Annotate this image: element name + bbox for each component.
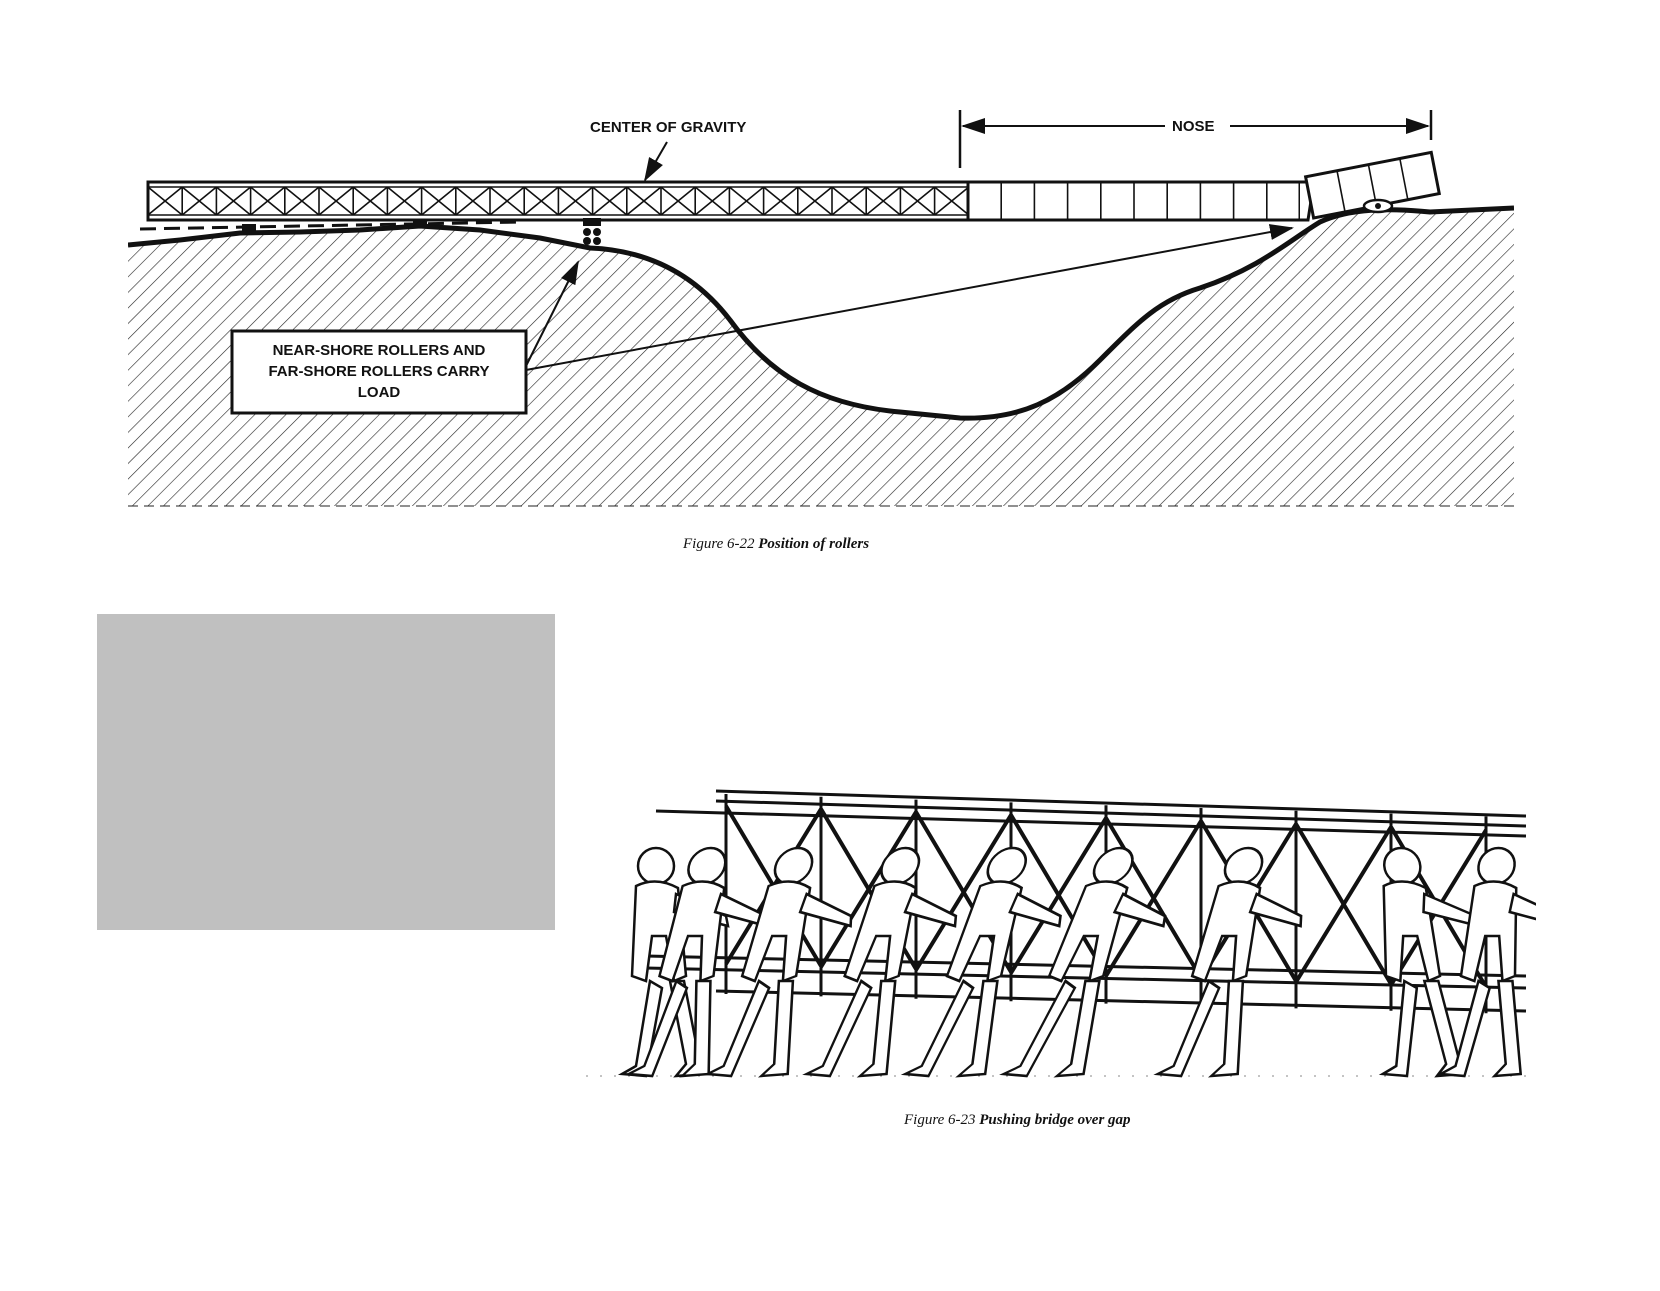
soldier-figure bbox=[703, 846, 853, 1078]
soldier-figure bbox=[802, 846, 958, 1078]
center-of-gravity-arrow bbox=[643, 141, 668, 182]
soldier-figure bbox=[624, 846, 768, 1078]
soldier-figure bbox=[1378, 846, 1481, 1078]
figure-6-23-illustration bbox=[586, 789, 1536, 1078]
soldier-figure bbox=[999, 846, 1167, 1078]
figure-6-22-diagram: CENTER OF GRAVITY NOSE NEAR-SHORE ROLLER… bbox=[128, 110, 1514, 507]
callout-line-1: NEAR-SHORE ROLLERS AND bbox=[273, 342, 486, 359]
soldier-figure bbox=[1153, 846, 1303, 1078]
figure-6-23-caption: Figure 6-23 Pushing bridge over gap bbox=[904, 1112, 1131, 1129]
callout-box bbox=[230, 329, 528, 415]
near-bank-dashed-line bbox=[139, 220, 521, 231]
label-nose: NOSE bbox=[1172, 118, 1215, 135]
bridge-nose bbox=[966, 150, 1442, 222]
soldier-silhouettes bbox=[617, 846, 1536, 1078]
callout-arrow-far-shore bbox=[525, 224, 1294, 371]
figure-6-22-number: Figure 6-22 bbox=[683, 536, 759, 552]
callout-line-2: FAR-SHORE ROLLERS CARRY bbox=[268, 363, 489, 380]
callout-arrow-near-shore bbox=[525, 260, 579, 367]
figure-6-22-title: Position of rollers bbox=[758, 536, 870, 552]
ground-terrain bbox=[128, 205, 1514, 506]
callout-line-3: LOAD bbox=[358, 384, 401, 401]
near-shore-rollers bbox=[242, 218, 601, 245]
figure-6-23-number: Figure 6-23 bbox=[904, 1112, 980, 1128]
nose-dimension bbox=[958, 110, 1433, 168]
figure-6-23-title: Pushing bridge over gap bbox=[979, 1112, 1131, 1128]
soldier-figure bbox=[900, 846, 1062, 1078]
gray-placeholder-block bbox=[97, 614, 555, 930]
bridge-truss bbox=[146, 180, 970, 222]
far-shore-rollers bbox=[1362, 198, 1394, 214]
soldier-figure bbox=[1436, 846, 1536, 1078]
label-center-of-gravity: CENTER OF GRAVITY bbox=[590, 119, 746, 136]
figure-6-22-caption: Figure 6-22 Position of rollers bbox=[683, 536, 869, 553]
